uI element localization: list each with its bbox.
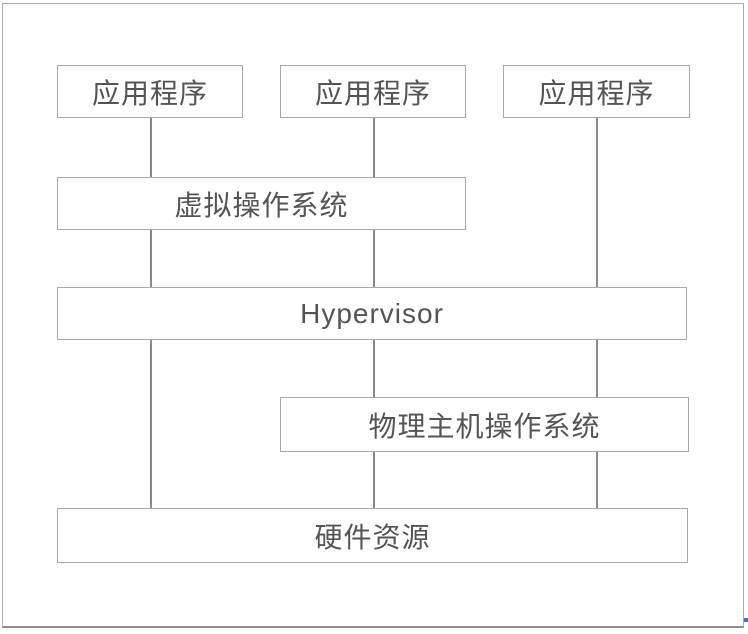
diagram-box-label-hardware: 硬件资源 <box>314 521 431 553</box>
connector-host-os-to-hardware <box>596 452 598 508</box>
connector-app-1-to-guest-os <box>150 118 152 177</box>
diagram-box-label-app-2: 应用程序 <box>314 77 431 109</box>
connector-app-3-to-hypervisor <box>596 118 598 287</box>
diagram-box-label-guest-os: 虚拟操作系统 <box>174 189 349 221</box>
diagram-box-guest-os: 虚拟操作系统 <box>57 177 466 230</box>
diagram-box-host-os: 物理主机操作系统 <box>280 397 689 452</box>
connector-hypervisor-to-hardware <box>150 340 152 508</box>
diagram-box-app-3: 应用程序 <box>503 65 690 118</box>
diagram-outer-frame <box>2 3 744 628</box>
diagram-box-label-hypervisor: Hypervisor <box>300 297 444 329</box>
connector-guest-os-to-hypervisor <box>150 230 152 287</box>
diagram-box-label-host-os: 物理主机操作系统 <box>368 410 601 442</box>
connector-hypervisor-to-host-os <box>373 340 375 397</box>
diagram-box-hypervisor: Hypervisor <box>57 287 687 340</box>
connector-app-2-to-guest-os <box>373 118 375 177</box>
blue-artifact-dot <box>744 618 748 622</box>
connector-host-os-to-hardware <box>373 452 375 508</box>
diagram-box-hardware: 硬件资源 <box>57 508 688 563</box>
diagram-box-app-2: 应用程序 <box>280 65 466 118</box>
connector-guest-os-to-hypervisor <box>373 230 375 287</box>
diagram-box-label-app-3: 应用程序 <box>538 77 655 109</box>
diagram-box-label-app-1: 应用程序 <box>91 77 208 109</box>
diagram-box-app-1: 应用程序 <box>57 65 243 118</box>
connector-hypervisor-to-host-os <box>596 340 598 397</box>
